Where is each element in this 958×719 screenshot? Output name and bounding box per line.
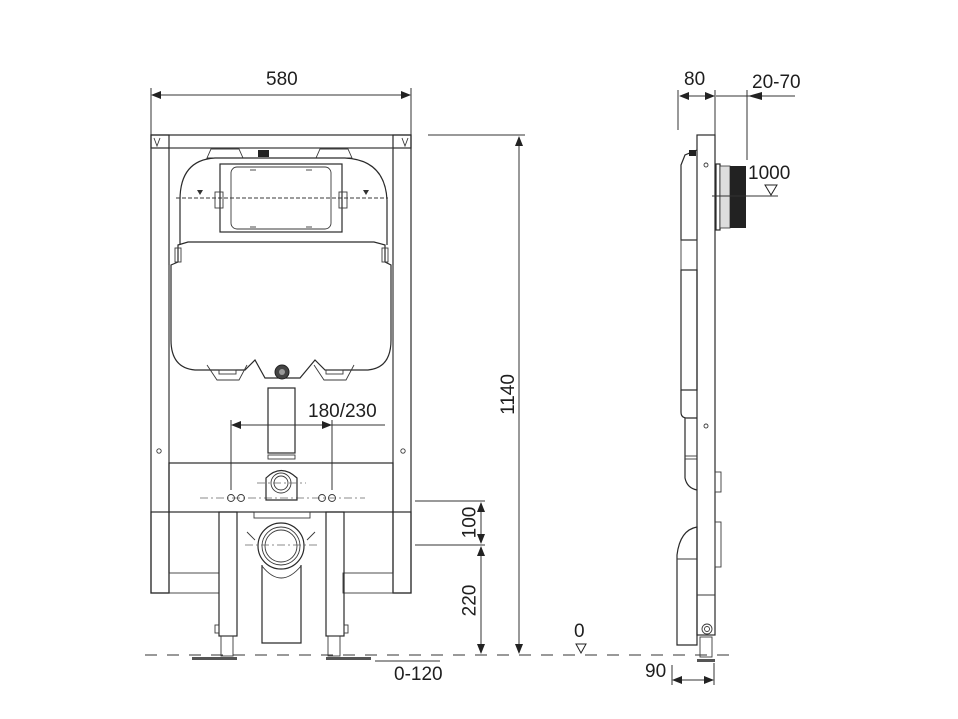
- dimension-580: [150, 88, 412, 135]
- hook-right-icon: [401, 137, 409, 148]
- flush-inlet: [265, 469, 298, 501]
- right-foot: [326, 657, 371, 660]
- side-view: [671, 90, 795, 685]
- right-leg: [325, 511, 345, 637]
- label-0-120: 0-120: [394, 664, 443, 685]
- cistern-top: [179, 157, 388, 245]
- left-foot: [192, 657, 237, 660]
- floor-level-marker-icon: [575, 643, 587, 655]
- top-clip: [258, 150, 269, 157]
- front-view: [145, 88, 735, 662]
- label-80: 80: [684, 69, 706, 90]
- actuator-panel: [719, 165, 731, 229]
- flush-pipe: [267, 387, 296, 454]
- label-90: 90: [645, 661, 667, 682]
- height-dimensions: [415, 134, 587, 655]
- right-upright: [392, 134, 412, 594]
- cistern-tank: [170, 241, 392, 379]
- side-upright: [696, 134, 716, 636]
- top-rail: [150, 134, 412, 149]
- label-180-230: 180/230: [308, 401, 377, 422]
- dimension-180-230: [230, 420, 385, 490]
- drain-outlet: [245, 511, 318, 644]
- hook-left-icon: [153, 137, 161, 148]
- label-1000: 1000: [748, 163, 791, 184]
- actuator-opening: [214, 163, 348, 233]
- label-580: 580: [266, 69, 298, 90]
- left-leg: [218, 511, 238, 637]
- label-floor-0: 0: [574, 621, 585, 642]
- label-1140: 1140: [497, 374, 519, 415]
- label-220: 220: [459, 584, 481, 617]
- actuator-plate: [730, 166, 746, 228]
- left-upright: [150, 134, 170, 594]
- label-20-70: 20-70: [752, 72, 801, 93]
- height-1000-marker-icon: [764, 184, 778, 196]
- label-100: 100: [459, 506, 481, 539]
